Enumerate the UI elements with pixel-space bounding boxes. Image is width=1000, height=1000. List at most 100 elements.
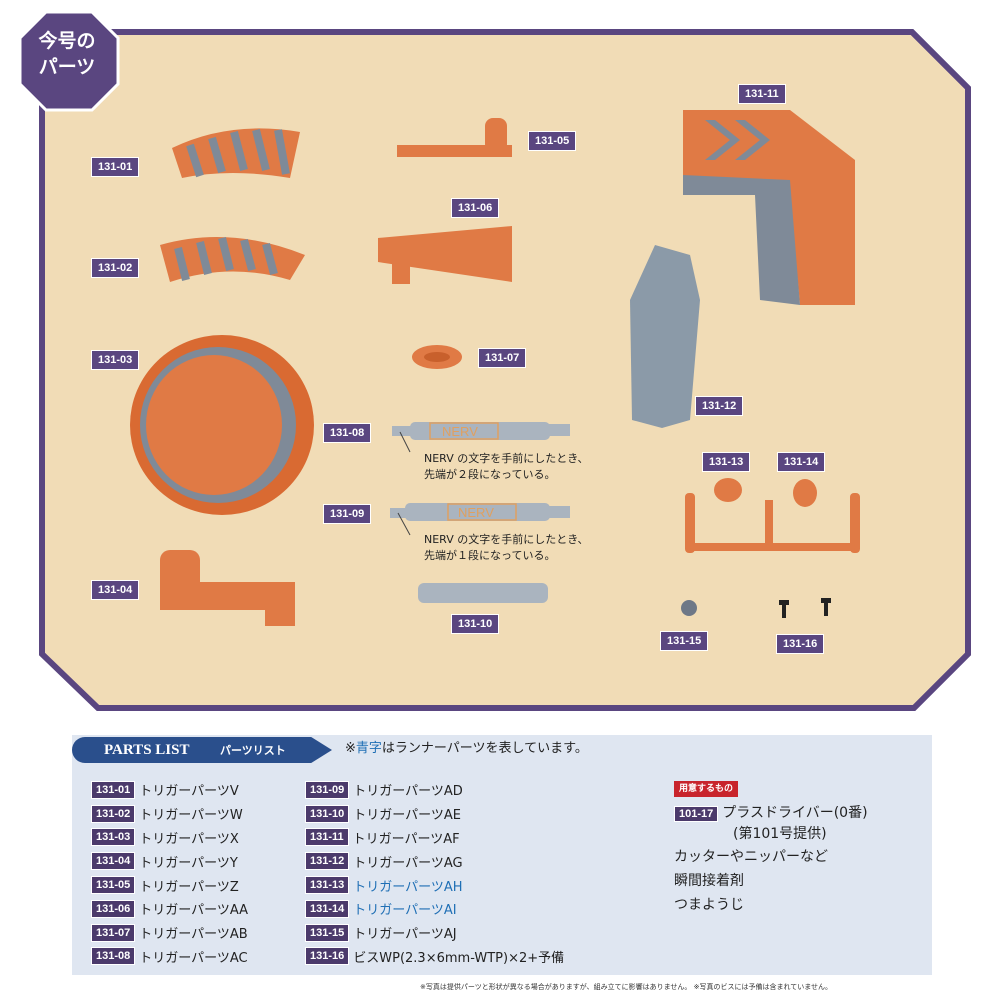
note-131-08-line2: 先端が２段になっている。 xyxy=(424,468,556,481)
part-name: トリガーパーツAC xyxy=(139,950,248,966)
label-131-14: 131-14 xyxy=(777,452,826,472)
part-name: トリガーパーツAE xyxy=(353,808,461,824)
part-131-05-shape xyxy=(397,118,512,157)
label-131-07: 131-07 xyxy=(478,348,527,368)
note-131-09-line2: 先端が１段になっている。 xyxy=(424,549,556,562)
part-number: 131-08 xyxy=(91,947,136,966)
part-name: トリガーパーツAF xyxy=(352,831,460,847)
part-131-13-14-runner xyxy=(685,478,860,553)
part-name: トリガーパーツAD xyxy=(353,784,463,800)
badge-line2: パーツ xyxy=(38,56,96,78)
runner-note-blue: 青字 xyxy=(355,741,382,756)
part-131-04-shape xyxy=(160,550,295,626)
note-131-09-line1: NERV の文字を手前にしたとき、 xyxy=(424,533,589,546)
label-131-11: 131-11 xyxy=(738,84,786,104)
part-131-02-shape xyxy=(160,237,305,282)
tools-needed-badge: 用意するもの xyxy=(674,781,739,797)
tool-number: 101-17 xyxy=(674,806,719,822)
part-number: 131-11 xyxy=(305,828,349,847)
part-number: 131-01 xyxy=(91,780,136,799)
issue-badge-text: 今号の パーツ xyxy=(22,28,112,80)
part-name: トリガーパーツAG xyxy=(353,855,463,871)
part-number: 131-05 xyxy=(91,876,136,895)
part-name: トリガーパーツZ xyxy=(139,879,239,895)
part-131-16-shape xyxy=(779,598,831,618)
part-number: 131-09 xyxy=(305,780,350,799)
part-number: 131-14 xyxy=(305,899,350,918)
issue-badge xyxy=(18,10,120,112)
parts-list-title: PARTS LIST xyxy=(104,742,190,758)
part-number: 131-10 xyxy=(305,804,350,823)
label-131-10: 131-10 xyxy=(451,614,500,634)
label-131-02: 131-02 xyxy=(91,258,140,278)
label-131-15: 131-15 xyxy=(660,631,709,651)
label-131-03: 131-03 xyxy=(91,350,140,370)
part-number: 131-03 xyxy=(91,828,136,847)
part-number: 131-13 xyxy=(305,876,350,895)
note-131-08-line1: NERV の文字を手前にしたとき、 xyxy=(424,452,589,465)
part-name-runner: トリガーパーツAI xyxy=(353,903,457,919)
part-name-runner: トリガーパーツAH xyxy=(353,879,463,895)
note-131-09: NERV の文字を手前にしたとき、 先端が１段になっている。 xyxy=(424,532,588,564)
part-name: トリガーパーツX xyxy=(139,831,239,847)
part-131-15-shape xyxy=(681,600,697,616)
part-number: 131-16 xyxy=(305,947,350,966)
label-131-16: 131-16 xyxy=(776,634,825,654)
parts-list-subtitle: パーツリスト xyxy=(220,744,286,757)
part-name: ビスWP(2.3×6mm-WTP)×2+予備 xyxy=(353,950,565,966)
part-name: トリガーパーツW xyxy=(139,808,243,824)
part-name: トリガーパーツY xyxy=(139,855,238,871)
nerv-text-09: NERV xyxy=(458,505,494,520)
label-131-01: 131-01 xyxy=(91,157,140,177)
parts-list-header xyxy=(72,737,332,763)
part-name: トリガーパーツV xyxy=(139,784,239,800)
part-number: 131-07 xyxy=(91,923,136,942)
part-131-08-shape: NERV xyxy=(392,422,570,440)
part-131-06-shape xyxy=(378,226,512,284)
label-131-12: 131-12 xyxy=(695,396,744,416)
parts-list-panel xyxy=(72,735,932,975)
tool-line5: つまようじ xyxy=(674,897,744,913)
tool-line2: (第101号提供) xyxy=(733,826,827,842)
part-131-12-shape xyxy=(630,245,700,428)
runner-note: ※青字はランナーパーツを表しています。 xyxy=(345,740,588,758)
tool-line1: プラスドライバー(0番) xyxy=(722,805,868,821)
tool-line4: 瞬間接着剤 xyxy=(674,873,744,889)
runner-note-suffix: はランナーパーツを表しています。 xyxy=(381,741,588,756)
label-131-04: 131-04 xyxy=(91,580,140,600)
badge-line1: 今号の xyxy=(38,30,96,52)
part-131-09-shape: NERV xyxy=(390,503,570,521)
note-131-08: NERV の文字を手前にしたとき、 先端が２段になっている。 xyxy=(424,451,588,483)
part-number: 131-15 xyxy=(305,923,350,942)
part-131-03-shape xyxy=(130,335,314,515)
label-131-08: 131-08 xyxy=(323,423,372,443)
tool-line3: カッターやニッパーなど xyxy=(674,849,828,865)
part-name: トリガーパーツAJ xyxy=(353,927,457,943)
label-131-06: 131-06 xyxy=(451,198,500,218)
nerv-text-08: NERV xyxy=(442,424,478,439)
footnote: ※写真は提供パーツと形状が異なる場合がありますが、組み立てに影響はありません。 … xyxy=(420,983,833,991)
photo-frame xyxy=(39,29,971,711)
part-name: トリガーパーツAB xyxy=(139,927,248,943)
label-131-05: 131-05 xyxy=(528,131,577,151)
part-131-01-shape xyxy=(172,128,300,178)
part-number: 131-12 xyxy=(305,852,350,871)
part-131-07-shape xyxy=(412,345,462,369)
